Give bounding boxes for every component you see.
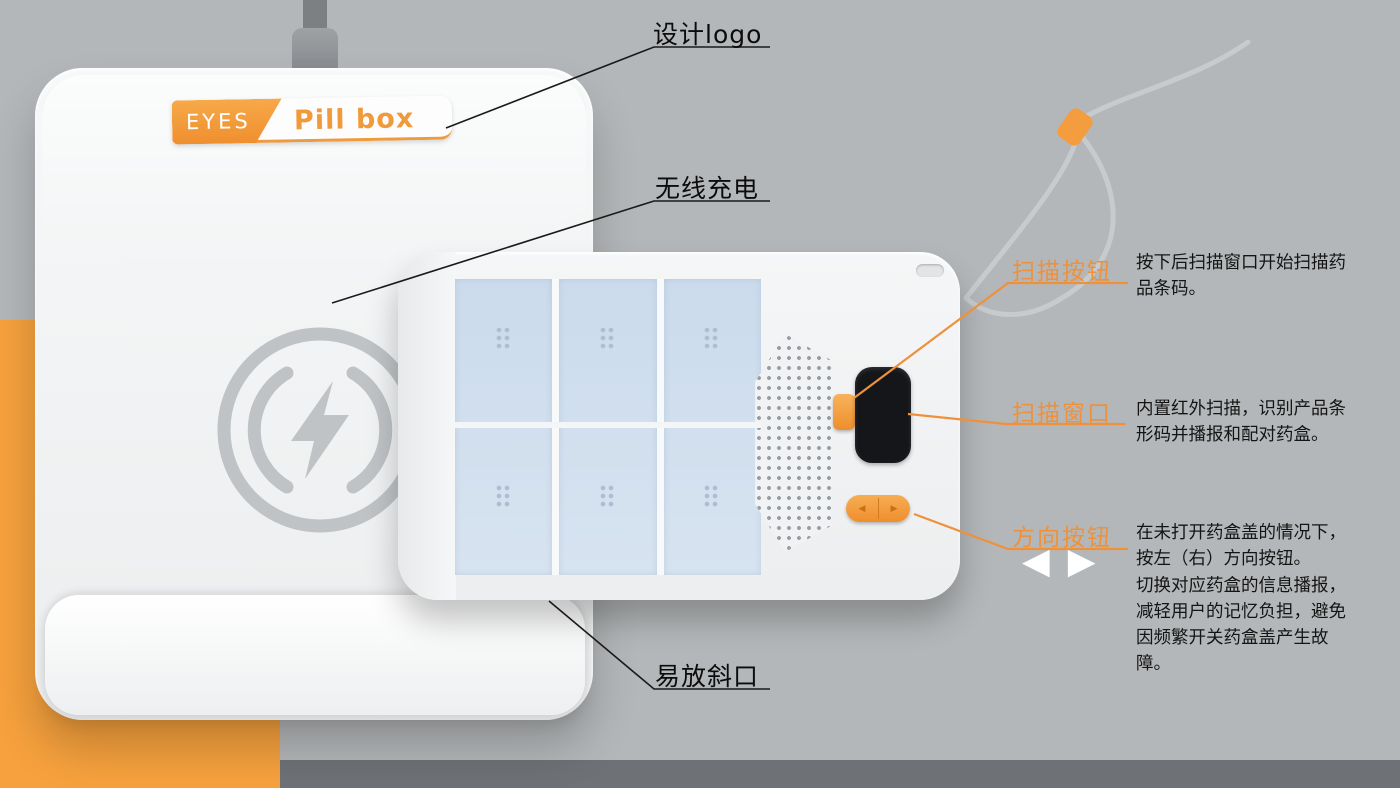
direction-left-icon: ◀: [858, 503, 866, 514]
wireless-charging-icon: [217, 327, 423, 533]
braille-dots: [704, 485, 721, 509]
lanyard-loop: [963, 126, 1116, 317]
direction-button: ◀ ▶: [846, 495, 910, 522]
lanyard-clip: [1057, 108, 1093, 146]
callout-desc-direction-button: 在未打开药盒盖的情况下，按左（右）方向按钮。 切换对应药盒的信息播报，减轻用户的…: [1136, 523, 1346, 675]
right-arc: [346, 366, 393, 494]
callout-label-design-logo: 设计logo: [653, 20, 763, 49]
left-arrow-icon: ◀: [1022, 541, 1068, 582]
direction-right-icon: ▶: [890, 503, 898, 514]
braille-dots: [495, 485, 512, 509]
product-name: Pill box: [294, 96, 415, 142]
callout-label-scan-window: 扫描窗口: [1012, 401, 1112, 427]
compartment-row-divider: [455, 422, 761, 428]
braille-dots: [495, 327, 512, 351]
braille-dots: [704, 327, 721, 351]
speaker-grille: [755, 334, 831, 552]
lightning-bolt-icon: [291, 381, 349, 479]
callout-label-scan-button: 扫描按钮: [1012, 259, 1112, 285]
left-arc: [247, 366, 294, 494]
brand-text: EYES: [185, 109, 251, 135]
braille-dots: [599, 485, 616, 509]
callout-label-easy-slot: 易放斜口: [655, 662, 760, 691]
lid-edge: [398, 252, 456, 600]
callout-desc-scan-button: 按下后扫描窗口开始扫描药品条码。: [1136, 253, 1346, 300]
callout-label-wireless: 无线充电: [655, 174, 760, 203]
pill-box-device: ◀ ▶: [398, 252, 960, 600]
callout-desc-scan-window: 内置红外扫描，识别产品条形码并播报和配对药盒。: [1136, 399, 1346, 446]
logo-plate: EYES Pill box: [171, 95, 453, 145]
right-arrow-icon: ▶: [1067, 541, 1114, 582]
slanted-slot: [45, 595, 585, 715]
bottom-gray-bar: [280, 760, 1400, 788]
lanyard-tail: [1077, 39, 1251, 123]
braille-dots: [599, 327, 616, 351]
scan-window: [855, 367, 911, 463]
product-text: Pill box: [293, 102, 415, 136]
direction-arrows: ◀▶: [1022, 541, 1113, 582]
strap-slot: [916, 264, 944, 277]
scan-button: [833, 394, 855, 430]
